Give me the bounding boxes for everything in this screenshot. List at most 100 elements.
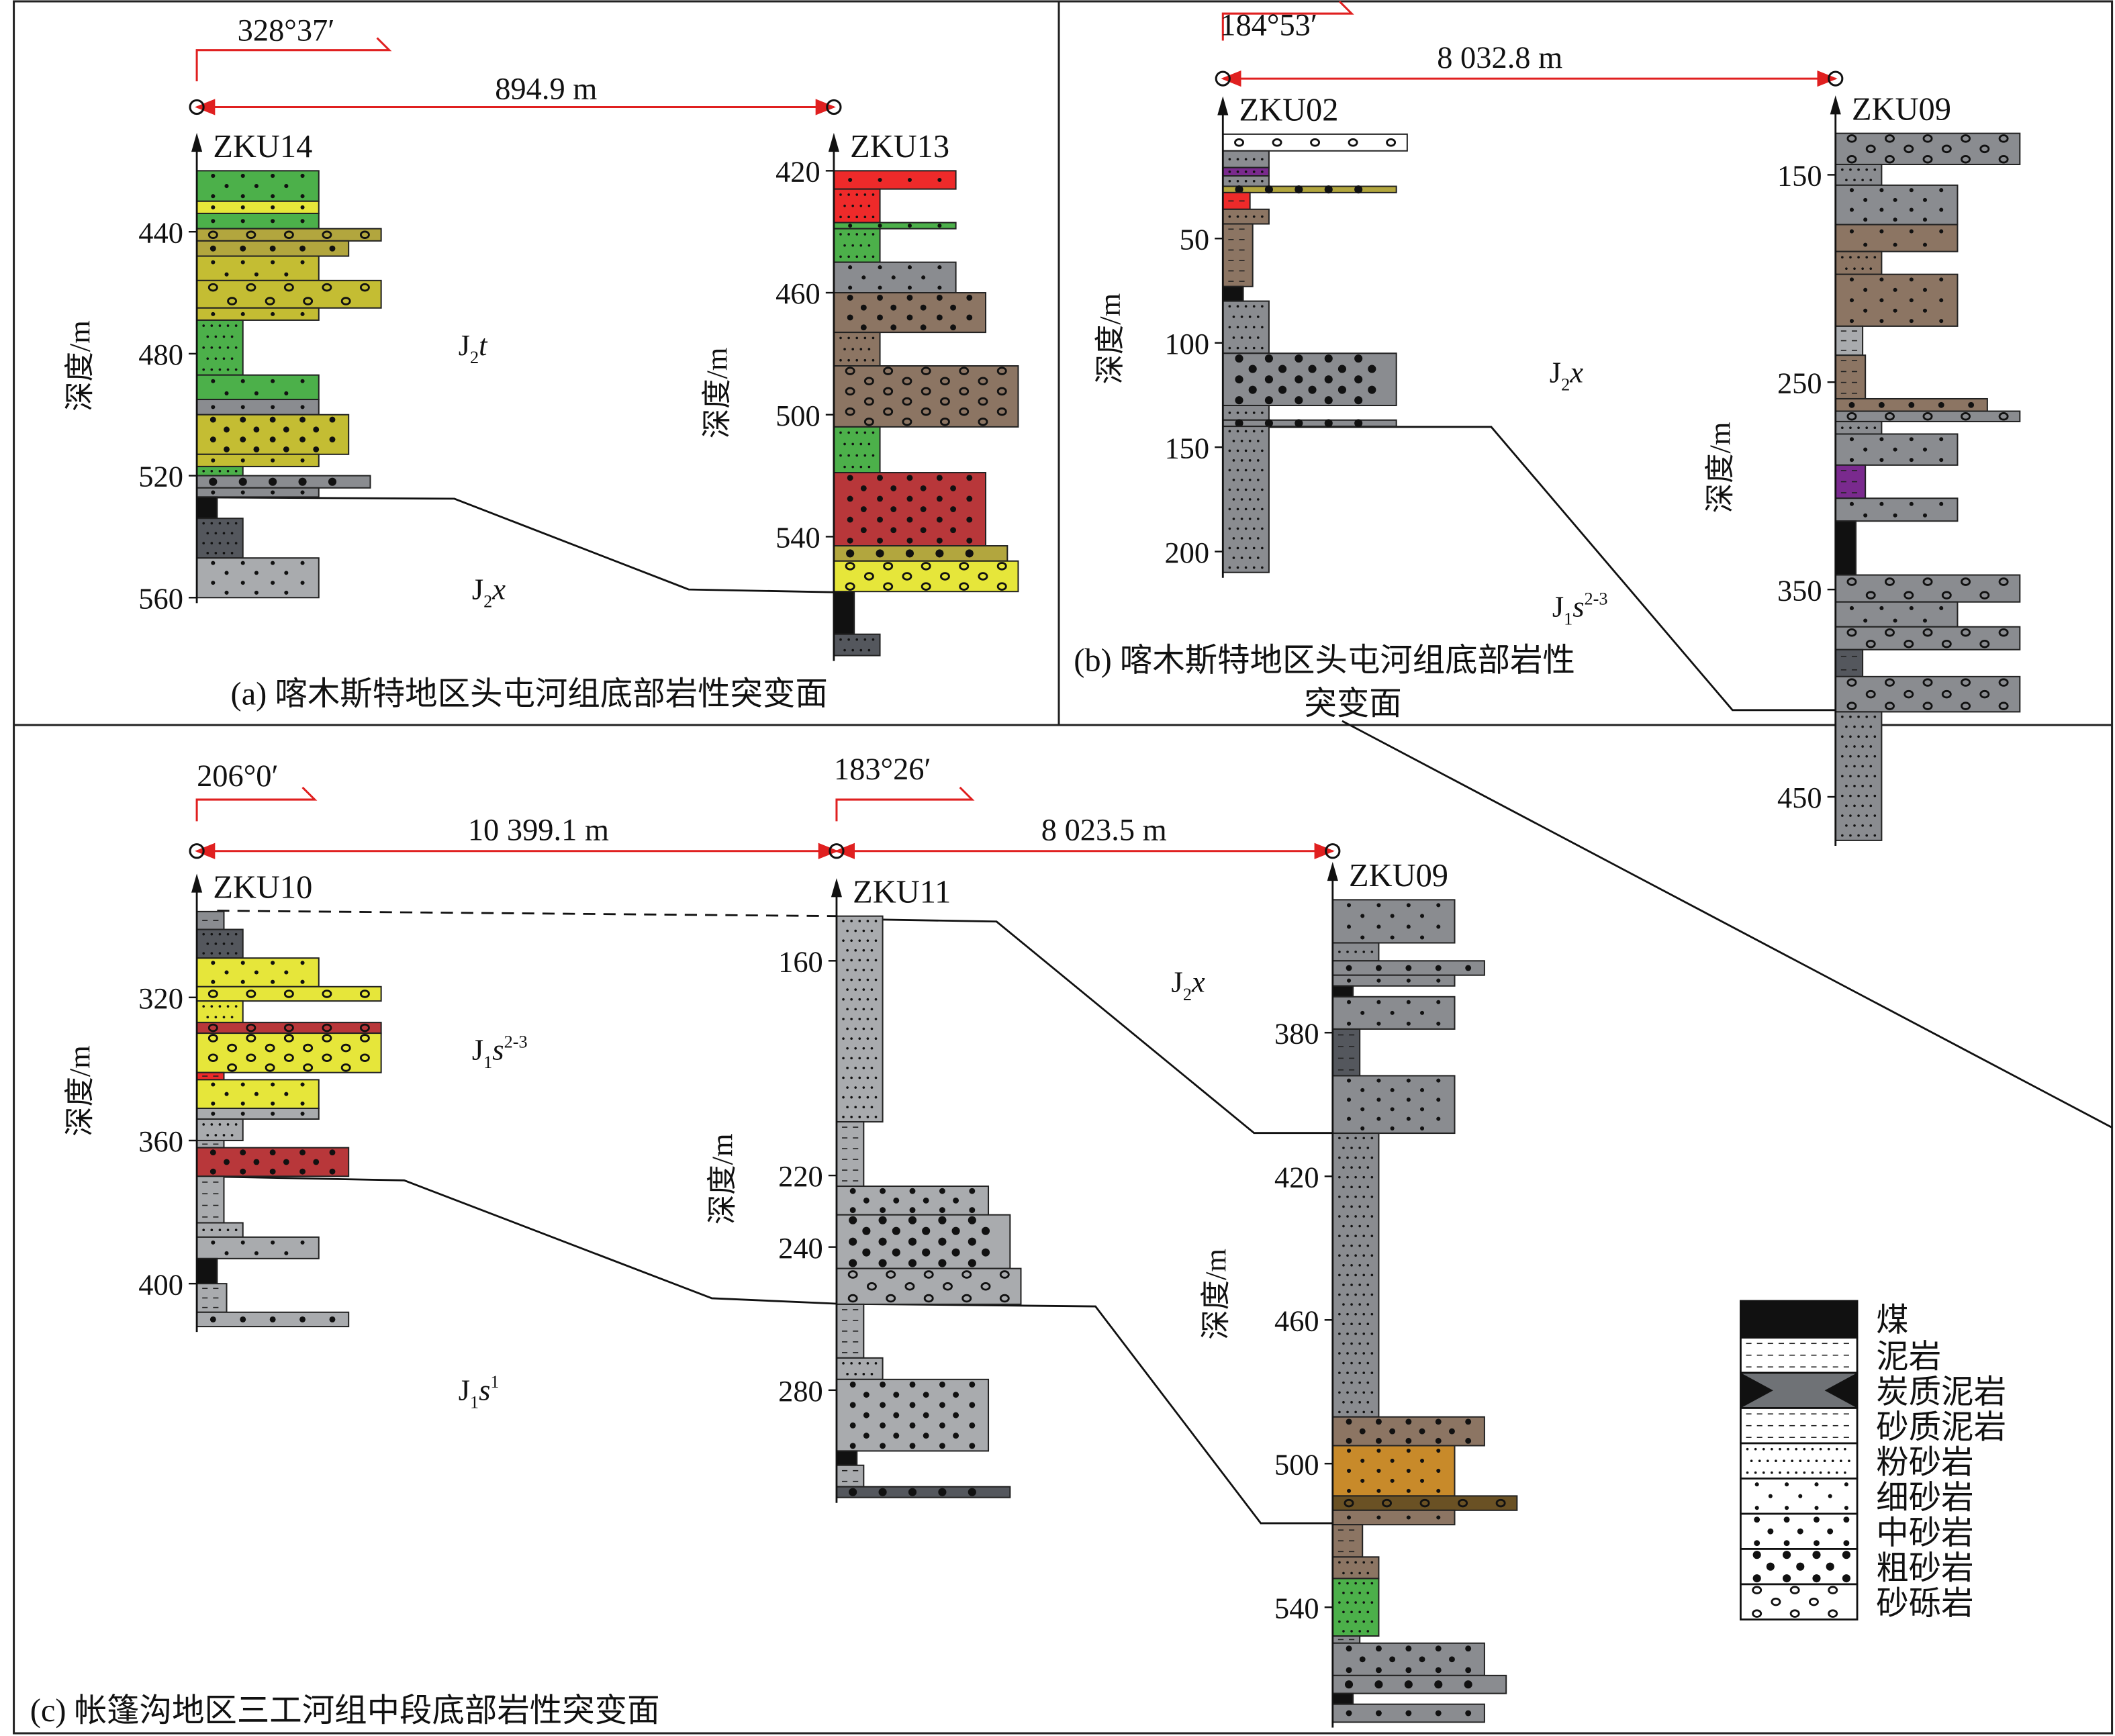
pattern-dot [870, 969, 874, 971]
pattern-dot [230, 943, 234, 945]
pattern-dot [909, 1422, 916, 1429]
pattern-dot [855, 336, 859, 340]
pattern-dot [1922, 287, 1928, 292]
pattern-dot [226, 469, 230, 473]
layer-coarse [1331, 1674, 1507, 1694]
pattern-dot [1235, 185, 1243, 194]
pattern-dot [1240, 557, 1243, 559]
pattern-dot [284, 1251, 289, 1255]
pattern-dot [1244, 527, 1248, 530]
well-name: ZKU14 [213, 129, 312, 164]
pattern-dot [1775, 1459, 1777, 1463]
pattern-pebble [1941, 144, 1952, 154]
pattern-dot [1362, 951, 1366, 953]
pattern-dot [1346, 1312, 1349, 1316]
pattern-dot [1346, 1601, 1349, 1604]
pattern-dot [230, 532, 234, 535]
pattern-dot [848, 285, 853, 290]
pattern-dot [839, 454, 842, 457]
pattern-pebble [1846, 134, 1857, 143]
layer-rect [196, 1175, 225, 1224]
pattern-dot [1346, 965, 1352, 971]
pattern-dot [1376, 1098, 1381, 1102]
pattern-dot [1436, 1468, 1441, 1473]
pattern-dot [218, 368, 222, 371]
pattern-dot [1252, 566, 1256, 569]
layer-mudstone [196, 1139, 225, 1149]
pattern-dot [858, 1362, 861, 1365]
pattern-dot [855, 358, 859, 362]
pattern-pebble [1903, 591, 1914, 599]
pattern-dot [1771, 1447, 1773, 1451]
pattern-dot [847, 537, 853, 544]
layer-rect [1834, 354, 1867, 400]
pattern-pebble [1922, 154, 1933, 164]
pattern-dot [1389, 1656, 1396, 1663]
pattern-dot [283, 446, 289, 452]
pattern-dot [1857, 775, 1860, 777]
pattern-dot [1752, 1574, 1761, 1583]
pattern-dot [848, 224, 853, 228]
pattern-dot [253, 446, 260, 452]
pattern-dot [847, 495, 853, 502]
pattern-dot [920, 304, 927, 311]
pattern-dot [874, 1018, 878, 1020]
pattern-pebble [847, 1270, 858, 1279]
pattern-dot [861, 275, 866, 280]
layer-coarse [1222, 185, 1397, 194]
pattern-dot [1435, 1645, 1442, 1652]
pattern-dot [1390, 1107, 1395, 1112]
pattern-dot [206, 1016, 209, 1018]
pattern-dot [848, 265, 853, 270]
depth-tick-label: 420 [1274, 1160, 1319, 1194]
layer-mudstone [196, 1071, 225, 1081]
pattern-dot [863, 1197, 869, 1204]
pattern-dot [1863, 287, 1868, 292]
pattern-pebble [1752, 1609, 1762, 1618]
pattern-dot [1370, 1175, 1374, 1179]
pattern-pebble [939, 397, 950, 406]
pattern-dot [863, 638, 867, 641]
pattern-pebble [359, 1023, 370, 1032]
layer-rect [1834, 648, 1864, 677]
pattern-dot [858, 978, 861, 981]
pattern-dot [1845, 745, 1848, 748]
pattern-dot [862, 929, 865, 932]
pattern-pebble [1979, 591, 1990, 599]
pattern-dot [1420, 1107, 1425, 1112]
pattern-dot [1909, 319, 1914, 324]
pattern-dot [1796, 1562, 1805, 1571]
pattern-dot [1358, 1592, 1361, 1594]
layer-silt [196, 518, 244, 559]
pattern-dot [1406, 1021, 1411, 1026]
pattern-dot [850, 1018, 853, 1020]
pattern-dot [1338, 1352, 1341, 1355]
pattern-pebble [246, 1034, 256, 1043]
pattern-dot [1370, 1273, 1374, 1277]
pattern-pebble [978, 397, 988, 406]
pattern-dot [226, 1123, 230, 1126]
pattern-dot [1436, 1116, 1441, 1121]
layer-silt [1222, 426, 1270, 573]
pattern-dot [893, 1433, 900, 1439]
pattern-dot [271, 260, 275, 264]
pattern-dot [1366, 1342, 1370, 1345]
pattern-dot [226, 952, 230, 955]
pattern-pebble [1998, 628, 2009, 637]
pattern-dot [218, 469, 222, 473]
pattern-dot [858, 939, 861, 942]
pattern-dot [222, 1016, 226, 1018]
pattern-dot [877, 475, 883, 481]
layer-silt [1222, 300, 1270, 354]
pattern-pebble [978, 377, 988, 386]
pattern-dot [211, 1101, 216, 1106]
pattern-dot [210, 346, 214, 349]
pattern-dot [1342, 1381, 1345, 1384]
pattern-dot [1261, 566, 1264, 569]
pattern-dot [854, 1106, 857, 1109]
pattern-dot [908, 1216, 917, 1224]
axis-arrow-icon [191, 873, 203, 893]
pattern-dot [851, 465, 854, 469]
pattern-dot [953, 1197, 959, 1204]
